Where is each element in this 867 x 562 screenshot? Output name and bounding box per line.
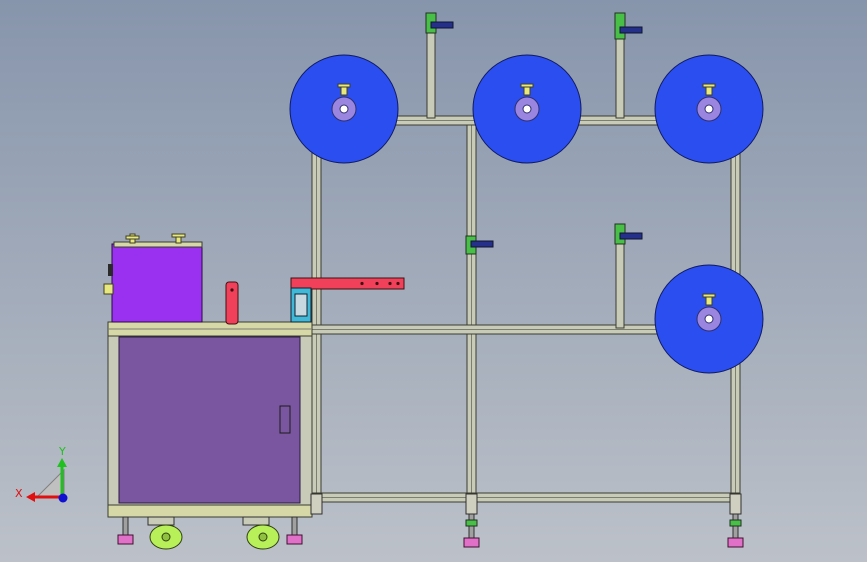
spool-holder-brackets [425, 12, 643, 255]
caster-wheel-1 [147, 516, 183, 550]
bracket-top-1 [425, 12, 454, 34]
spool-1 [289, 54, 399, 164]
sensor-bracket [290, 287, 312, 323]
spool-3 [654, 54, 764, 164]
y-axis-label: Y [58, 445, 66, 458]
cabinet-door-panel [118, 336, 301, 504]
orientation-triad: Y X [15, 445, 68, 503]
leveling-foot-3 [117, 516, 134, 545]
leveling-foot-1 [463, 513, 480, 548]
side-connector-icon [103, 283, 114, 295]
leveling-foot-2 [727, 513, 744, 548]
cabinet [107, 321, 313, 518]
spool-4 [654, 264, 764, 374]
leveling-feet [117, 513, 744, 548]
red-post [225, 281, 239, 325]
red-guide-arm [290, 277, 405, 290]
z-axis-icon [58, 493, 68, 503]
cabinet-base-rail [107, 504, 313, 518]
bracket-mid-right [614, 223, 643, 245]
leveling-foot-4 [286, 516, 303, 545]
bracket-middle-post [465, 235, 494, 255]
control-box [103, 233, 203, 323]
spool-2 [472, 54, 582, 164]
bracket-top-2 [614, 12, 643, 40]
caster-wheel-2 [242, 516, 280, 550]
door-handle-icon [279, 405, 291, 434]
x-axis-label: X [15, 487, 23, 500]
